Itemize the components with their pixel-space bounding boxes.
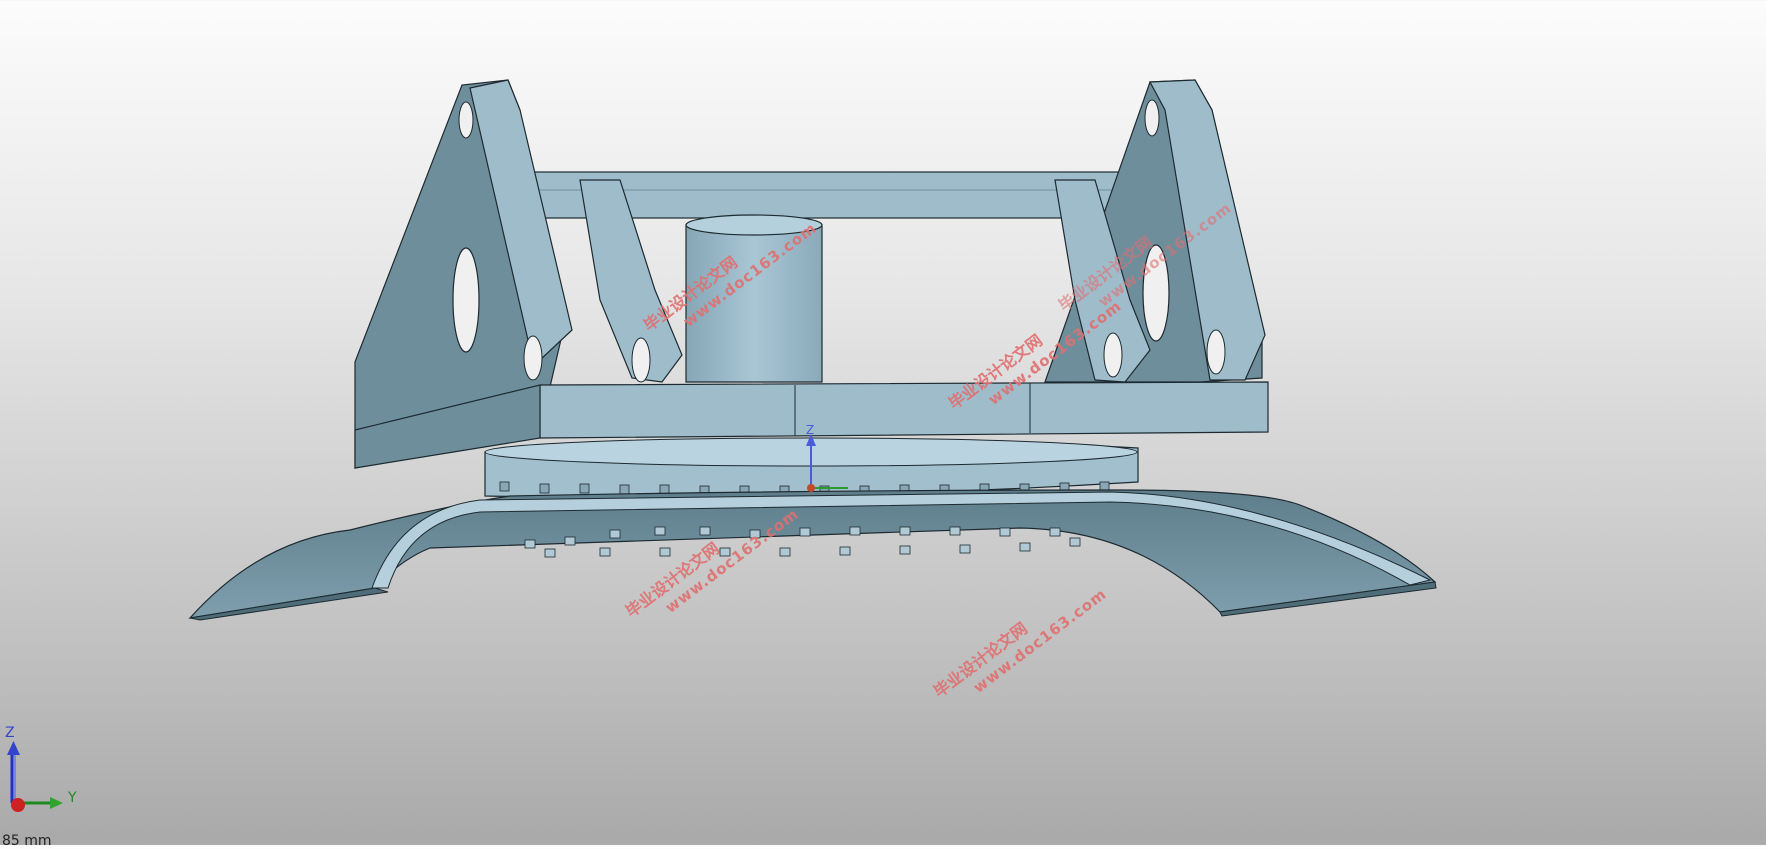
axis-z-label: Z: [5, 725, 15, 741]
scale-indicator: 85 mm: [2, 833, 52, 849]
left-inner-bracket: [579, 179, 683, 383]
left-outer-bracket: [354, 79, 573, 469]
axis-triad-icon: [7, 741, 63, 812]
model-origin-z-label: Z: [806, 423, 814, 437]
central-post: [685, 214, 823, 383]
axis-y-label: Y: [68, 790, 77, 806]
right-inner-bracket: [1054, 179, 1151, 383]
bucket-blade: [188, 489, 1437, 621]
base-plate: [354, 381, 1269, 469]
model-origin-triad-icon: [806, 434, 848, 492]
